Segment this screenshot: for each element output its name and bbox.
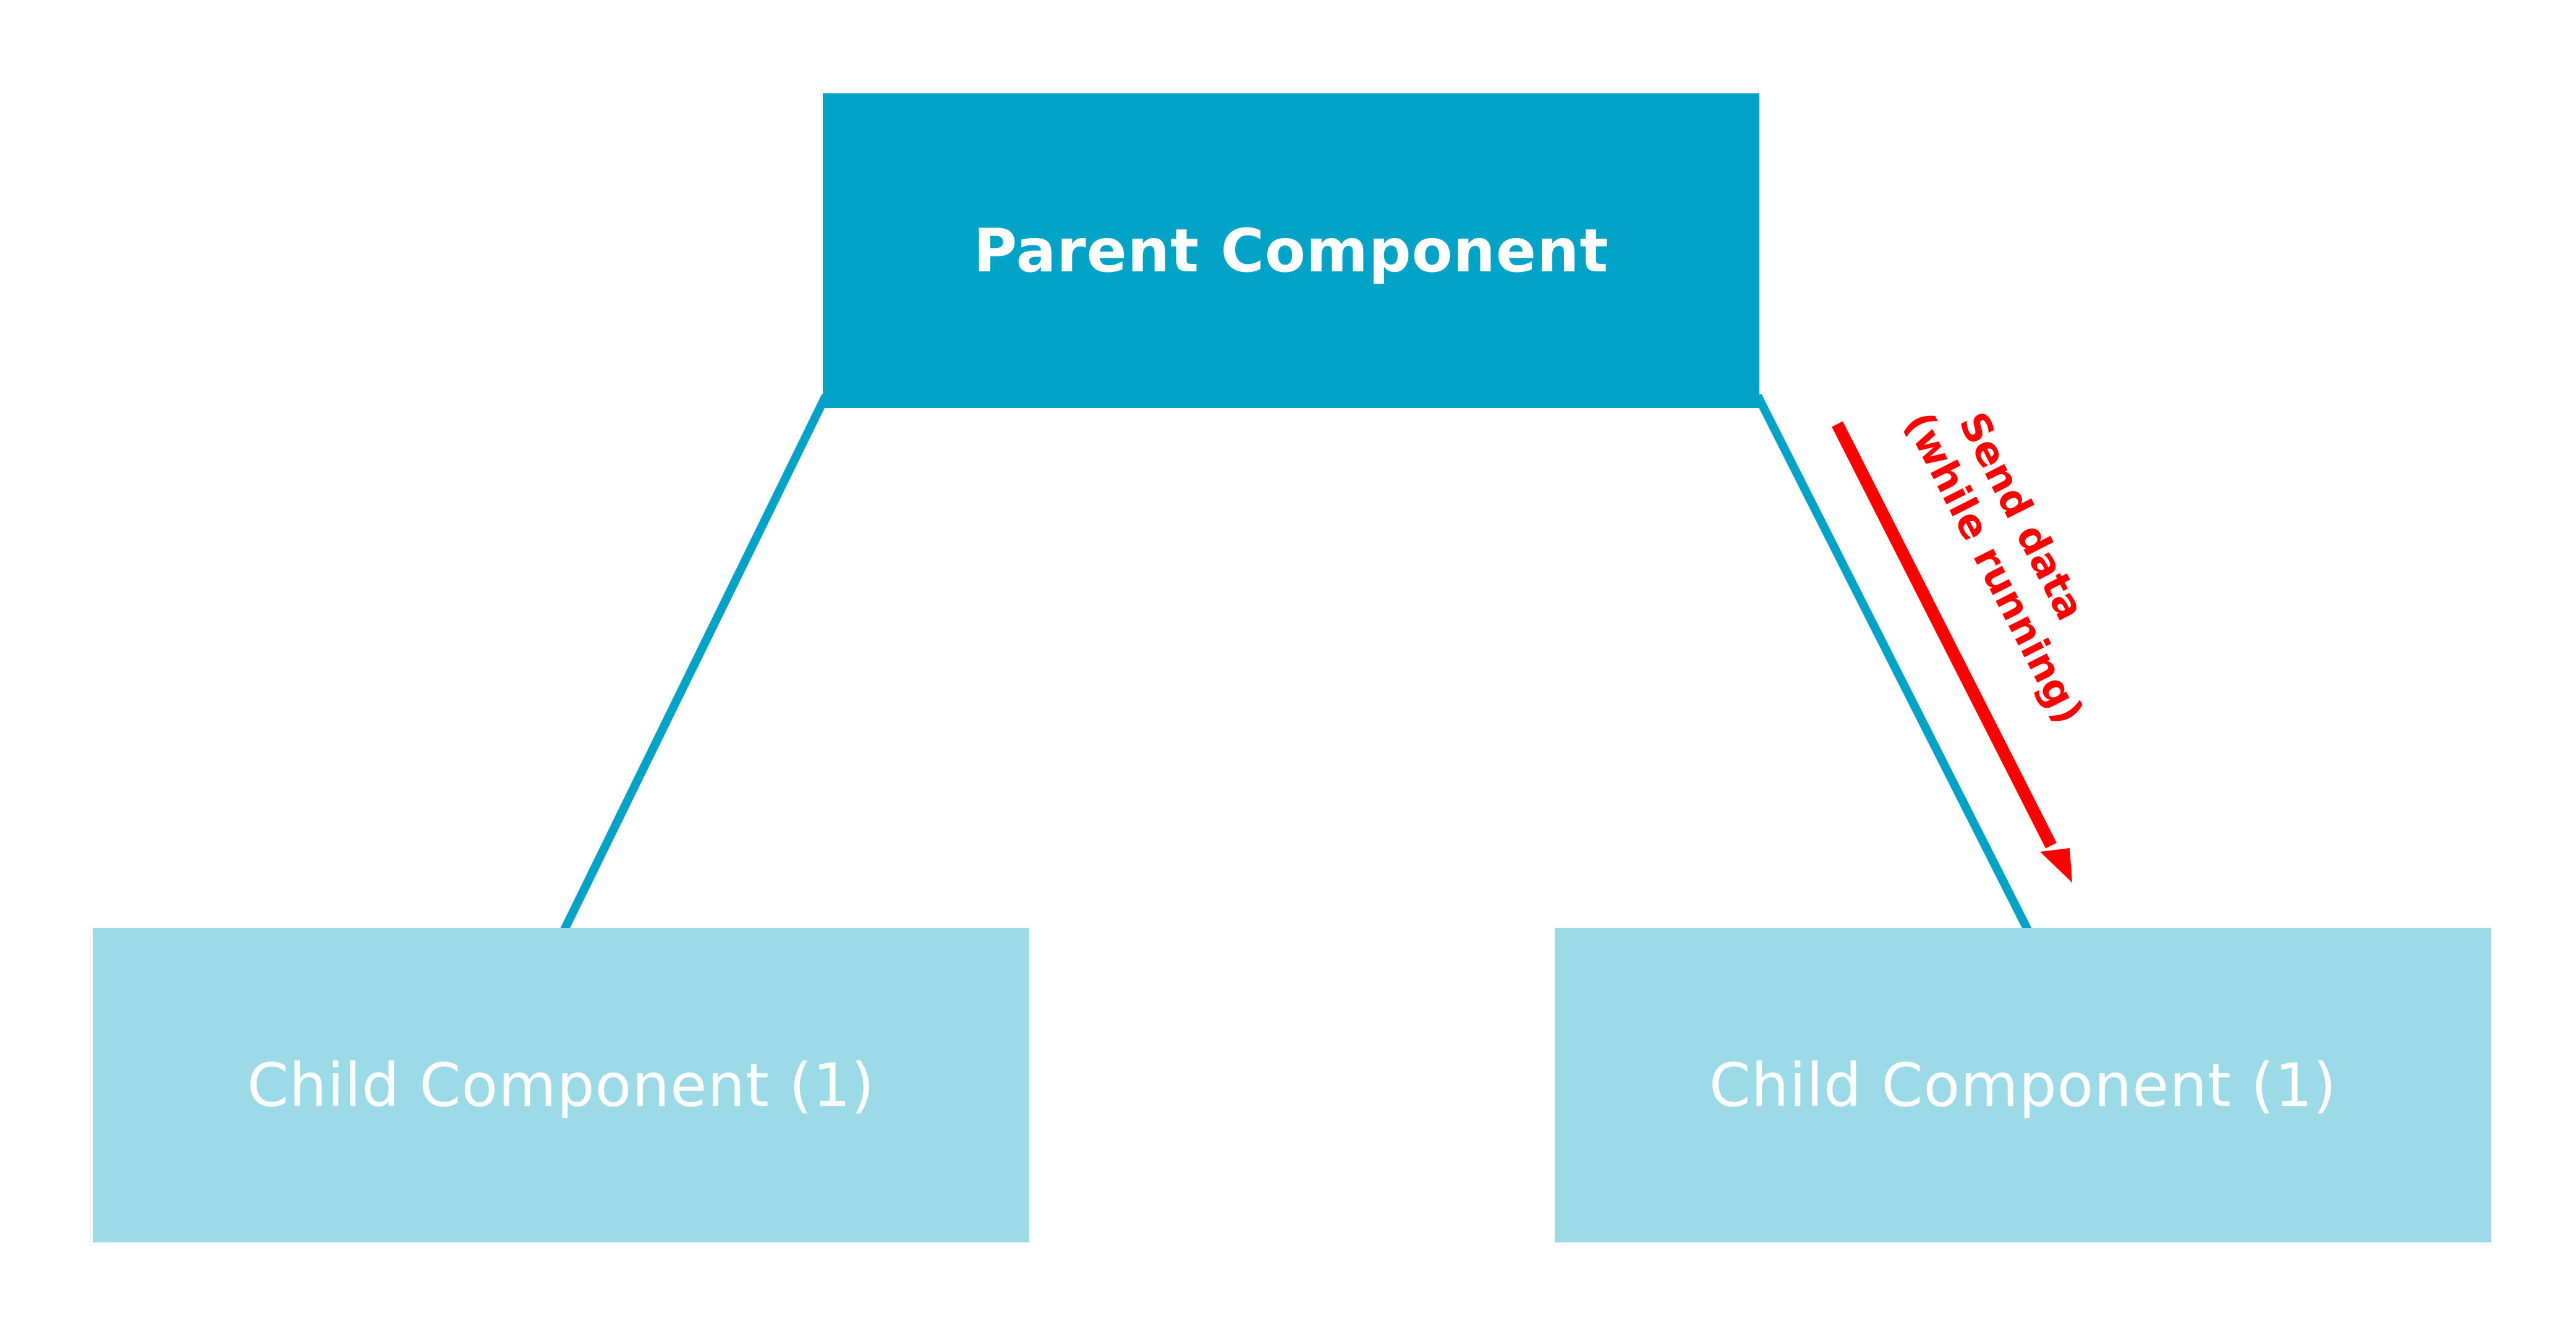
parent-component-box: Parent Component xyxy=(823,93,1759,408)
child-component-box-left: Child Component (1) xyxy=(93,928,1029,1242)
child-component-label-left: Child Component (1) xyxy=(247,1050,875,1120)
send-data-label: Send data (while running) xyxy=(1895,383,2135,731)
child-component-label-right: Child Component (1) xyxy=(1709,1050,2337,1120)
send-data-arrow-shaft xyxy=(1832,421,2057,849)
parent-component-label: Parent Component xyxy=(973,216,1609,286)
connector-line-left xyxy=(560,393,830,932)
child-component-box-right: Child Component (1) xyxy=(1555,928,2491,1242)
send-data-arrow-head xyxy=(2040,848,2072,883)
connector-line-right xyxy=(1753,393,2032,932)
